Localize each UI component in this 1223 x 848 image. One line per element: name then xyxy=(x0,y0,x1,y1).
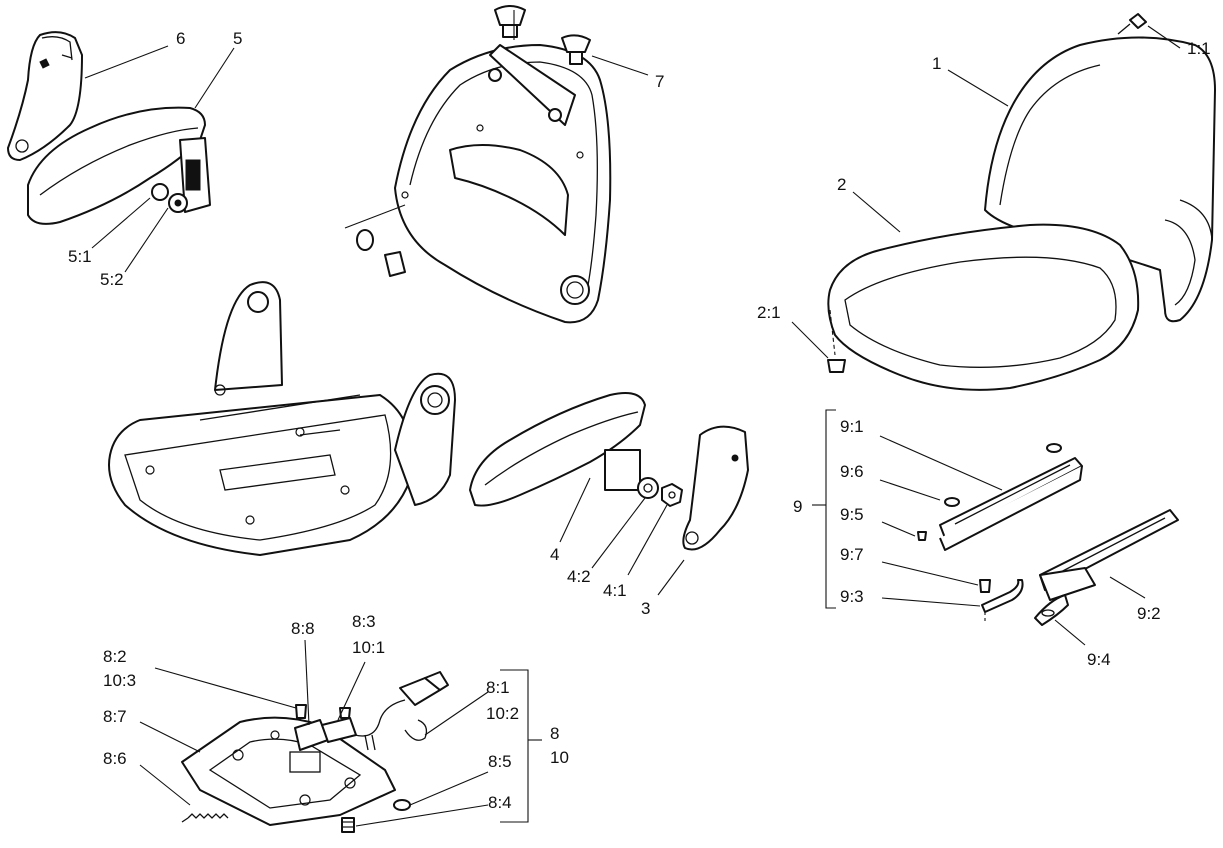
label-2: 2 xyxy=(837,175,846,194)
label-4: 4 xyxy=(550,545,559,564)
label-9-2: 9:2 xyxy=(1137,604,1161,623)
bracket-part-9 xyxy=(812,409,836,609)
screw-part-9-5 xyxy=(917,531,927,541)
part-labels: 6 5 5:1 5:2 7 1 1:1 2 2:1 4 4:2 4:1 3 9 … xyxy=(68,29,1211,812)
label-9-1: 9:1 xyxy=(840,417,864,436)
label-9: 9 xyxy=(793,497,802,516)
label-2-1: 2:1 xyxy=(757,303,781,322)
label-10: 10 xyxy=(550,748,569,767)
label-8-8: 8:8 xyxy=(291,619,315,638)
screw-part-9-7 xyxy=(979,579,991,593)
washer-part-4-2 xyxy=(637,477,659,499)
label-8-1: 8:1 xyxy=(486,678,510,697)
label-3: 3 xyxy=(641,599,650,618)
lever-part-9-3 xyxy=(981,579,1024,622)
knob-part-7 xyxy=(494,5,591,65)
connector-cable-part-8-1 xyxy=(354,671,449,751)
nut-part-4-1 xyxy=(661,483,683,507)
rail-part-9-1 xyxy=(939,457,1083,551)
label-10-3: 10:3 xyxy=(103,671,136,690)
label-4-1: 4:1 xyxy=(603,581,627,600)
rail-part-9-2 xyxy=(1039,509,1179,601)
label-8-3: 8:3 xyxy=(352,612,376,631)
label-4-2: 4:2 xyxy=(567,567,591,586)
seat-base-frame xyxy=(108,281,456,556)
label-1: 1 xyxy=(932,54,941,73)
label-8-7: 8:7 xyxy=(103,707,127,726)
label-8-6: 8:6 xyxy=(103,749,127,768)
label-5-2: 5:2 xyxy=(100,270,124,289)
side-cover-part-6 xyxy=(7,31,83,161)
armrest-part-4 xyxy=(469,392,646,507)
label-6: 6 xyxy=(176,29,185,48)
bracket-part-8 xyxy=(500,669,542,823)
armrest-part-5 xyxy=(27,106,211,225)
label-9-5: 9:5 xyxy=(840,505,864,524)
spring-part-8-4 xyxy=(341,817,355,833)
label-5: 5 xyxy=(233,29,242,48)
leader-lines xyxy=(84,10,1181,827)
label-9-4: 9:4 xyxy=(1087,650,1111,669)
spring-part-8-6 xyxy=(181,813,229,823)
washer-part-9-6 xyxy=(944,443,1062,507)
label-10-2: 10:2 xyxy=(486,704,519,723)
label-5-1: 5:1 xyxy=(68,247,92,266)
switch-plate-part-8-7 xyxy=(181,716,396,826)
screw-part-8-2 xyxy=(295,704,307,719)
label-8-5: 8:5 xyxy=(488,752,512,771)
side-cover-part-3 xyxy=(682,425,749,551)
label-8: 8 xyxy=(550,724,559,743)
label-9-6: 9:6 xyxy=(840,462,864,481)
label-8-2: 8:2 xyxy=(103,647,127,666)
screw-part-1-1 xyxy=(1117,13,1147,35)
backrest-frame xyxy=(344,44,612,324)
grommet-part-8-5 xyxy=(393,799,411,811)
label-7: 7 xyxy=(655,72,664,91)
label-1-1: 1:1 xyxy=(1187,39,1211,58)
label-10-1: 10:1 xyxy=(352,638,385,657)
label-9-7: 9:7 xyxy=(840,545,864,564)
sensor-part-8-3 xyxy=(321,707,357,743)
screw-part-2-1 xyxy=(827,309,846,373)
label-8-4: 8:4 xyxy=(488,793,512,812)
handle-part-9-4 xyxy=(1034,594,1069,626)
seat-cushion-part-2 xyxy=(827,223,1140,391)
label-9-3: 9:3 xyxy=(840,587,864,606)
